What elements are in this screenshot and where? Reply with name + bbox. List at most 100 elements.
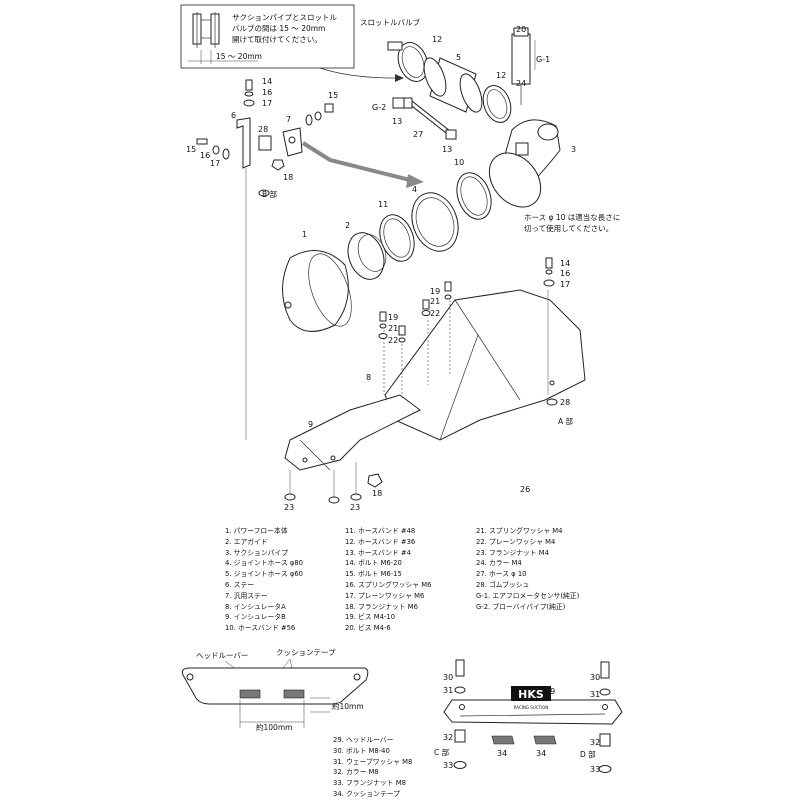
legend-item: 5. ジョイントホース φ60 [225, 570, 303, 579]
legend-item: 4. ジョイントホース φ80 [225, 559, 303, 568]
hose-band-12-top [387, 41, 429, 82]
legend-item: 7. 汎用ステー [225, 591, 268, 600]
racing-suction-text: RACING SUCTION [514, 705, 549, 710]
callout-32a: 32 [443, 733, 453, 742]
legend-item: 34. クッションテープ [333, 789, 400, 798]
section-b-label: B 部 [262, 189, 278, 199]
legend-column-3: 21. スプリングワッシャ M4 22. プレーンワッシャ M4 23. フラン… [476, 526, 579, 612]
legend-item: 3. サクションパイプ [225, 548, 289, 557]
legend-item: 24. カラー M4 [476, 559, 522, 568]
callout-6: 6 [231, 111, 236, 120]
legend-item: 1. パワーフロー本体 [225, 527, 288, 535]
cushion-tape-label: クッションテープ [276, 648, 336, 657]
legend-item: 17. プレーンワッシャ M6 [345, 591, 425, 600]
head-louver-detail: ヘッドルーバー クッションテープ 約100mm 約10mm [181, 648, 369, 732]
callout-28b: 28 [560, 398, 570, 407]
note-line-2: バルブの間は 15 ～ 20mm [232, 23, 325, 33]
callout-31a: 31 [443, 686, 453, 695]
legend-item: 9. インシュレータB [225, 613, 286, 622]
callout-19a: 19 [388, 313, 398, 322]
callout-12b: 12 [496, 71, 506, 80]
note-frame [180, 4, 355, 69]
callout-22a: 22 [388, 336, 398, 345]
hose-note-line-2: 切って使用してください。 [524, 223, 613, 233]
callout-13b: 13 [442, 145, 452, 154]
callout-12a: 12 [432, 35, 442, 44]
legend-item: 18. フランジナット M6 [345, 602, 418, 611]
callout-16a: 16 [262, 88, 272, 97]
joint-hose-4 [411, 192, 459, 252]
assembly-arrow-head [406, 174, 424, 188]
legend-item: 12. ホースバンド #36 [345, 537, 416, 546]
callout-31b: 31 [590, 690, 600, 699]
callout-34b: 34 [536, 749, 546, 758]
legend-column-2: 11. ホースバンド #48 12. ホースバンド #36 13. ホースバンド… [345, 526, 432, 634]
screw-stack-left [378, 311, 388, 339]
legend-item: 6. ステー [225, 580, 255, 589]
hose-note-line-1: ホース φ 10 は適当な長さに [524, 212, 620, 222]
legend-item: 29. ヘッドルーバー [333, 736, 394, 744]
callout-10: 10 [454, 158, 464, 167]
legend-item: 33. フランジナット M8 [333, 779, 406, 788]
callout-5: 5 [456, 53, 461, 62]
callout-24: 24 [516, 79, 526, 88]
legend-item: 14. ボルト M6-20 [345, 559, 402, 568]
assembly-arrow [301, 141, 411, 182]
callout-16b: 16 [200, 151, 210, 160]
callout-9: 9 [308, 420, 313, 429]
callout-21a: 21 [388, 324, 398, 333]
callout-33a: 33 [443, 761, 453, 770]
legend-item: 22. プレーンワッシャ M4 [476, 537, 556, 546]
insulator-a-8 [384, 289, 586, 441]
screw-stack-right [421, 281, 452, 316]
legend-item: 16. スプリングワッシャ M6 [345, 580, 432, 589]
stay-hardware [196, 79, 334, 171]
legend-item: 2. エアガイド [225, 537, 268, 546]
callout-21b: 21 [430, 297, 440, 306]
section-a-label: A 部 [558, 416, 574, 426]
callout-16c: 16 [560, 269, 570, 278]
legend-item: 11. ホースバンド #48 [345, 527, 416, 535]
note-arrow-head [395, 74, 404, 82]
legend-item: 10. ホースバンド #56 [225, 624, 296, 633]
legend-item: 8. インシュレータA [225, 602, 286, 611]
legend-item: 15. ボルト M6-15 [345, 570, 402, 579]
callout-labels: 1 2 3 4 5 6 7 8 9 10 11 12 12 13 13 14 1… [186, 25, 600, 774]
callout-8: 8 [366, 373, 371, 382]
note-box: サクションパイプとスロットル バルブの間は 15 ～ 20mm 開けて取付けてく… [180, 4, 355, 69]
hose-band-11 [379, 214, 415, 262]
legend-item: 30. ボルト M8-40 [333, 746, 390, 755]
callout-1: 1 [302, 230, 307, 239]
suction-pipe-3 [488, 119, 561, 208]
callout-23b: 23 [350, 503, 360, 512]
callout-30a: 30 [443, 673, 453, 682]
note-line-3: 開けて取付けてください。 [232, 34, 322, 44]
callout-17a: 17 [262, 99, 272, 108]
callout-7: 7 [286, 115, 291, 124]
section-d-label: D 部 [580, 749, 596, 759]
head-louver-plate [181, 667, 369, 705]
callout-14a: 14 [262, 77, 272, 86]
note-arrow [319, 67, 396, 79]
callout-17b: 17 [210, 159, 220, 168]
legend-item: 13. ホースバンド #4 [345, 548, 411, 557]
legend-item: G-1. エアフロメータセンサ(純正) [476, 591, 580, 600]
screw-stack-mid [398, 325, 406, 343]
power-flow-filter-1 [282, 249, 352, 332]
rubber-bushing-28 [258, 135, 272, 197]
legend-column-1: 1. パワーフロー本体 2. エアガイド 3. サクションパイプ 4. ジョイン… [225, 526, 303, 634]
callout-20: 20 [516, 25, 526, 34]
hks-badge-assembly: HKS RACING SUCTION [443, 659, 623, 773]
legend-item: 28. ゴムブッシュ [476, 580, 530, 589]
bolt-stack-right [543, 257, 558, 406]
callout-26: 26 [520, 485, 530, 494]
callout-2: 2 [345, 221, 350, 230]
universal-stay-7 [282, 127, 303, 157]
callout-3: 3 [571, 145, 576, 154]
callout-15a: 15 [186, 145, 196, 154]
width-dimension: 約100mm [256, 722, 292, 732]
legend-item: 23. フランジナット M4 [476, 548, 549, 557]
legend-bottom: 29. ヘッドルーバー 30. ボルト M8-40 31. ウェーブワッシャ M… [333, 735, 412, 800]
callout-13a: 13 [392, 117, 402, 126]
callout-g1: G-1 [536, 55, 550, 64]
